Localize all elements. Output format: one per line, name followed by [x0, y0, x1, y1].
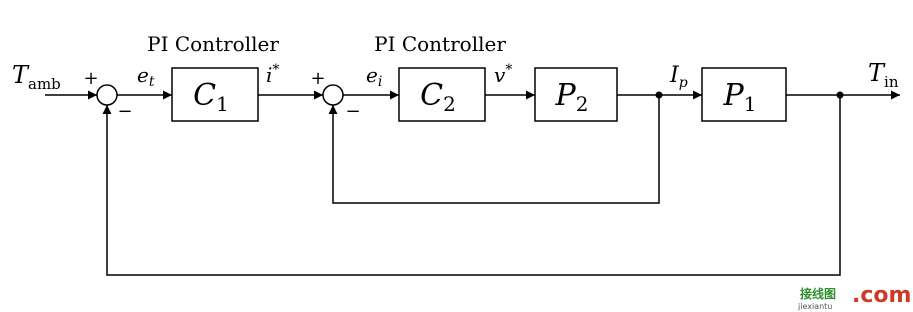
branch-point-tin	[836, 91, 844, 99]
svg-text:P1: P1	[723, 78, 757, 116]
block-p1: P1	[701, 67, 787, 122]
output-label: Tin	[868, 59, 899, 91]
inner-feedback-wire	[328, 95, 660, 204]
svg-text:P2: P2	[555, 78, 589, 116]
watermark: 接线图 .com jiexiantu	[797, 283, 911, 311]
signal-vstar: v*	[494, 62, 512, 87]
sum2-minus: −	[345, 101, 360, 122]
outer-feedback-wire	[102, 95, 841, 276]
svg-text:接线图: 接线图	[800, 286, 836, 301]
block-p2: P2	[534, 67, 618, 122]
branch-point-ip	[655, 91, 663, 99]
sum1-plus: +	[83, 68, 98, 89]
svg-text:.com: .com	[852, 283, 911, 308]
svg-text:C1: C1	[193, 78, 229, 116]
block-c2: C2	[398, 67, 486, 122]
svg-text:jiexiantu: jiexiantu	[797, 302, 832, 311]
sum-junction-1	[96, 84, 118, 106]
sum-junction-2	[322, 84, 344, 106]
signal-ei: ei	[366, 63, 382, 90]
controller-2-label: PI Controller	[374, 32, 506, 56]
signal-ip: Ip	[669, 63, 688, 91]
controller-1-label: PI Controller	[147, 32, 279, 56]
input-label: Tamb	[12, 61, 61, 93]
sum2-plus: +	[310, 68, 325, 89]
block-c1: C1	[171, 67, 259, 122]
sum1-minus: −	[117, 101, 132, 122]
signal-istar: i*	[266, 62, 279, 87]
svg-text:C2: C2	[420, 78, 456, 116]
signal-et: et	[137, 63, 155, 90]
